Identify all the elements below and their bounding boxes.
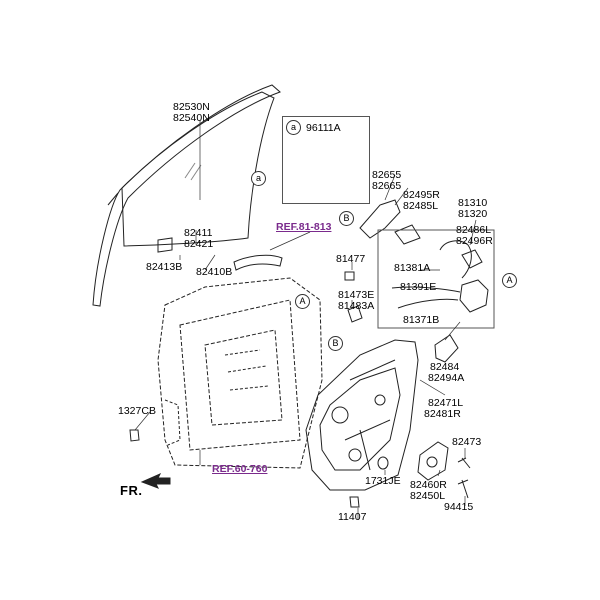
front-arrow bbox=[140, 472, 171, 489]
label-82413b: 82413B bbox=[146, 261, 183, 273]
callout-a-glass: a bbox=[251, 171, 266, 186]
label-82530n: 82530N bbox=[173, 101, 210, 113]
label-1327cb: 1327CB bbox=[118, 405, 156, 417]
label-82486l: 82486L bbox=[456, 224, 492, 236]
label-81473e: 81473E bbox=[338, 289, 375, 301]
label-82495r: 82495R bbox=[403, 189, 440, 201]
label-81371b: 81371B bbox=[403, 314, 440, 326]
label-82473: 82473 bbox=[452, 436, 482, 448]
label-82485l: 82485L bbox=[403, 200, 439, 212]
label-82665: 82665 bbox=[372, 180, 402, 192]
callout-a-door: A bbox=[295, 294, 310, 309]
label-82471l: 82471L bbox=[428, 397, 464, 409]
callout-a-latch: A bbox=[502, 273, 517, 288]
clip-82413b bbox=[157, 237, 173, 253]
screw-94415 bbox=[457, 479, 469, 499]
screw-82473 bbox=[457, 457, 471, 469]
window-motor bbox=[417, 441, 449, 481]
outside-handle bbox=[233, 254, 283, 271]
ref-81-813: REF.81-813 bbox=[276, 221, 332, 233]
label-81483a: 81483A bbox=[338, 300, 375, 312]
label-82655: 82655 bbox=[372, 169, 402, 181]
label-82411: 82411 bbox=[184, 227, 213, 239]
label-82421: 82421 bbox=[184, 238, 214, 250]
label-81310: 81310 bbox=[458, 197, 488, 209]
label-82496r: 82496R bbox=[456, 235, 493, 247]
grommet-81477 bbox=[344, 271, 355, 281]
label-82481r: 82481R bbox=[424, 408, 461, 420]
latch-cable bbox=[439, 240, 472, 279]
label-81320: 81320 bbox=[458, 208, 488, 220]
cover-81473e bbox=[347, 305, 363, 323]
label-1731je: 1731JE bbox=[365, 475, 401, 487]
door-module bbox=[305, 339, 419, 491]
callout-b-handle: B bbox=[339, 211, 354, 226]
label-82494a: 82494A bbox=[428, 372, 465, 384]
label-81381a: 81381A bbox=[394, 262, 431, 274]
label-94415: 94415 bbox=[444, 501, 474, 513]
glass-run-channel bbox=[92, 84, 281, 307]
plug-1731je bbox=[377, 456, 389, 470]
label-81391e: 81391E bbox=[400, 281, 437, 293]
label-82410b: 82410B bbox=[196, 266, 233, 278]
bolt-1327cb bbox=[129, 429, 140, 442]
clip-11407 bbox=[349, 496, 360, 508]
label-82460r: 82460R bbox=[410, 479, 447, 491]
window-glass bbox=[121, 91, 275, 247]
label-82484: 82484 bbox=[430, 361, 460, 373]
door-frame bbox=[157, 277, 323, 469]
label-81477: 81477 bbox=[336, 253, 366, 265]
bracket-82484 bbox=[434, 334, 459, 363]
label-96111a: 96111A bbox=[306, 122, 341, 134]
callout-a-inset: a bbox=[286, 120, 301, 135]
handle-bracket bbox=[359, 199, 401, 239]
ref-60-760: REF.60-760 bbox=[212, 463, 268, 475]
door-latch bbox=[459, 279, 489, 313]
label-11407: 11407 bbox=[338, 511, 367, 523]
front-direction-label: FR. bbox=[120, 483, 143, 498]
label-82450l: 82450L bbox=[410, 490, 446, 502]
latch-detail-frame bbox=[377, 229, 495, 329]
callout-b-door: B bbox=[328, 336, 343, 351]
label-82540n: 82540N bbox=[173, 112, 210, 124]
